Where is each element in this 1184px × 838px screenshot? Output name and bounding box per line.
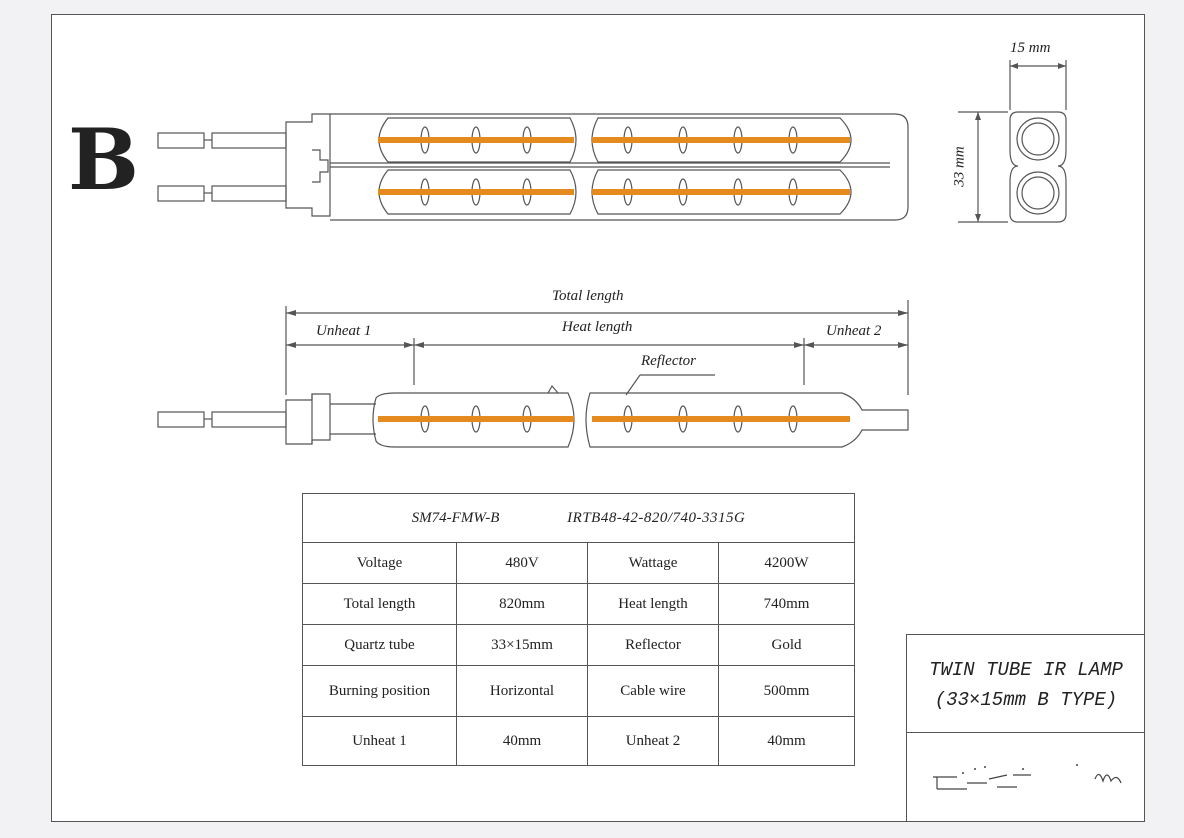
filament-side (378, 416, 850, 422)
reflector-label: Reflector (641, 353, 696, 369)
unheat-2-label: Unheat 2 (826, 323, 882, 339)
cell-label: Quartz tube (302, 624, 457, 666)
cell-label: Unheat 2 (587, 716, 719, 766)
cell-value: 820mm (456, 583, 588, 625)
cell-value: 40mm (456, 716, 588, 766)
cell-label: Burning position (302, 665, 457, 717)
cell-label: Wattage (587, 542, 719, 584)
single-tube-body (372, 392, 575, 448)
cell-label: Voltage (302, 542, 457, 584)
heat-length-label: Heat length (562, 319, 633, 335)
cell-label: Unheat 1 (302, 716, 457, 766)
cell-label: Cable wire (587, 665, 719, 717)
table-row: Total length 820mm Heat length 740mm (302, 583, 855, 625)
signature-mark (933, 764, 1122, 790)
product-code: IRTB48-42-820/740-3315G (567, 509, 746, 526)
cell-value: 740mm (718, 583, 855, 625)
cell-label: Total length (302, 583, 457, 625)
table-row: Burning position Horizontal Cable wire 5… (302, 665, 855, 717)
end-cap-top (285, 113, 331, 217)
table-row: Voltage 480V Wattage 4200W (302, 542, 855, 584)
cell-value: 33×15mm (456, 624, 588, 666)
table-row: Unheat 1 40mm Unheat 2 40mm (302, 716, 855, 766)
table-header: SM74-FMW-B IRTB48-42-820/740-3315G (302, 493, 855, 543)
cell-value: 480V (456, 542, 588, 584)
cable-upper (157, 132, 287, 149)
type-letter: B (68, 110, 139, 209)
end-cap-side (285, 393, 331, 445)
width-dimension-label: 15 mm (1010, 40, 1051, 56)
cell-value: Gold (718, 624, 855, 666)
height-dimension-label: 33 mm (951, 146, 968, 187)
table-row: Quartz tube 33×15mm Reflector Gold (302, 624, 855, 666)
unheat-1-label: Unheat 1 (316, 323, 372, 339)
cell-value: 40mm (718, 716, 855, 766)
title-block: TWIN TUBE IR LAMP (33×15mm B TYPE) (906, 634, 1145, 822)
title-line-1: TWIN TUBE IR LAMP (929, 659, 1123, 681)
total-length-label: Total length (552, 288, 624, 304)
cell-value: 500mm (718, 665, 855, 717)
filaments-top (378, 137, 850, 195)
drawing-title: TWIN TUBE IR LAMP (33×15mm B TYPE) (907, 635, 1145, 733)
cell-value: 4200W (718, 542, 855, 584)
end-view (958, 60, 1067, 223)
cable-lower (157, 185, 287, 202)
cell-label: Reflector (587, 624, 719, 666)
spec-table: SM74-FMW-B IRTB48-42-820/740-3315G Volta… (302, 493, 855, 766)
model-number: SM74-FMW-B (411, 509, 500, 526)
dimension-lines (285, 300, 909, 396)
twin-tube-body (330, 113, 909, 221)
cell-label: Heat length (587, 583, 719, 625)
title-line-2: (33×15mm B TYPE) (934, 689, 1118, 711)
cell-value: Horizontal (456, 665, 588, 717)
